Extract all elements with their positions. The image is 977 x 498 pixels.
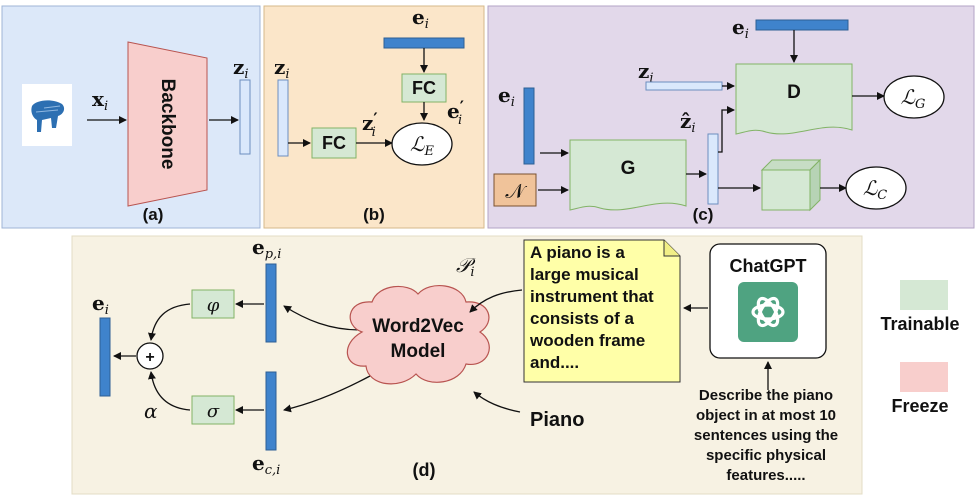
loss-g-label: ℒG — [901, 85, 926, 112]
piano-to-word2vec-arrow — [473, 391, 521, 413]
loss-g-node — [883, 75, 945, 119]
fc-top-label: FC — [412, 78, 436, 98]
embedding-e-bar-c-left — [523, 87, 535, 165]
legend-freeze-label: Freeze — [891, 396, 948, 416]
fc-block-top — [401, 73, 447, 103]
prompt-line: features..... — [726, 467, 805, 484]
zhat-label: ẑi — [680, 109, 696, 136]
z-label-b: zi — [274, 55, 290, 82]
z-label-a: zi — [233, 55, 249, 82]
classifier-block — [760, 158, 822, 212]
e-top-label-c: ei — [732, 15, 749, 42]
noise-block — [493, 173, 537, 207]
phi-to-plus-arrow — [147, 303, 191, 341]
phi-block — [191, 289, 235, 319]
input-x-label: xi — [92, 87, 108, 114]
e-label-b: ei — [412, 5, 429, 32]
word2vec-label-line2: Model — [391, 341, 446, 362]
loss-c-node — [845, 166, 907, 210]
embedding-e-bar-c-top — [755, 19, 849, 31]
z-prime-label: z′i — [362, 109, 378, 140]
fc-bottom-label: FC — [322, 133, 346, 153]
legend-freeze-swatch — [900, 362, 948, 392]
alpha-label: α — [144, 399, 158, 423]
latent-z-bar-a — [239, 79, 251, 155]
latent-z-bar-c-horizontal — [645, 81, 723, 91]
latent-z-bar-b — [277, 79, 289, 157]
word2vec-to-ec-arrow — [283, 375, 371, 413]
plus-label: + — [145, 349, 154, 366]
openai-logo-icon — [738, 282, 798, 342]
panel-a-caption: (a) — [143, 205, 164, 224]
zhat-to-d-arrow — [718, 106, 735, 153]
discriminator-label: D — [787, 82, 801, 103]
noise-label: 𝒩 — [505, 179, 527, 203]
panel-b-caption: (b) — [363, 205, 385, 224]
description-line: instrument that — [530, 287, 654, 306]
backbone-label: Backbone — [157, 79, 178, 170]
chatgpt-label: ChatGPT — [729, 256, 806, 276]
fc-block-bottom — [311, 127, 357, 159]
e-prime-label: e′i — [447, 97, 464, 128]
loss-c-label: ℒC — [863, 176, 887, 203]
prompt-line: object in at most 10 — [696, 407, 836, 424]
phi-label: φ — [207, 295, 220, 316]
discriminator-block — [735, 63, 853, 135]
sigma-block — [191, 395, 235, 425]
description-line: wooden frame — [529, 331, 645, 350]
loss-e-label: ℒE — [410, 132, 434, 159]
description-line: consists of a — [530, 309, 634, 328]
description-line: large musical — [530, 265, 639, 284]
prompt-line: Describe the piano — [699, 387, 833, 404]
prompt-line: sentences using the — [694, 427, 838, 444]
sigma-label: σ — [207, 401, 220, 422]
panel-c-caption: (c) — [693, 205, 714, 224]
embedding-e-bar-b — [383, 37, 465, 49]
panel-d-caption: (d) — [413, 460, 436, 480]
sigma-to-plus-arrow — [147, 371, 191, 411]
backbone-block — [127, 41, 208, 207]
generator-block — [569, 139, 687, 211]
ec-label: ec,i — [252, 451, 280, 478]
loss-e-node — [391, 122, 453, 166]
prompt-line: specific physical — [706, 447, 826, 464]
legend-trainable-label: Trainable — [880, 314, 959, 334]
legend-trainable-swatch — [900, 280, 948, 310]
plus-node — [136, 342, 164, 370]
description-note — [523, 239, 681, 383]
generator-label: G — [621, 158, 636, 179]
e-out-label: ei — [92, 291, 109, 318]
piano-point-cloud-icon — [22, 84, 72, 146]
word2vec-label-line1: Word2Vec — [372, 316, 464, 337]
embedding-ec-bar — [265, 371, 277, 451]
piano-label: Piano — [530, 409, 584, 431]
embedding-e-out-bar — [99, 317, 111, 397]
word2vec-cloud — [346, 285, 490, 385]
e-left-label-c: ei — [498, 83, 515, 110]
description-line: A piano is a — [530, 243, 625, 262]
z-label-c: zi — [638, 59, 654, 86]
embedding-ep-bar — [265, 263, 277, 343]
latent-zhat-bar — [707, 133, 719, 205]
word2vec-to-ep-arrow — [283, 305, 361, 331]
description-line: and.... — [530, 353, 579, 372]
ep-label: ep,i — [252, 235, 281, 262]
note-to-word2vec-arrow — [469, 289, 523, 313]
